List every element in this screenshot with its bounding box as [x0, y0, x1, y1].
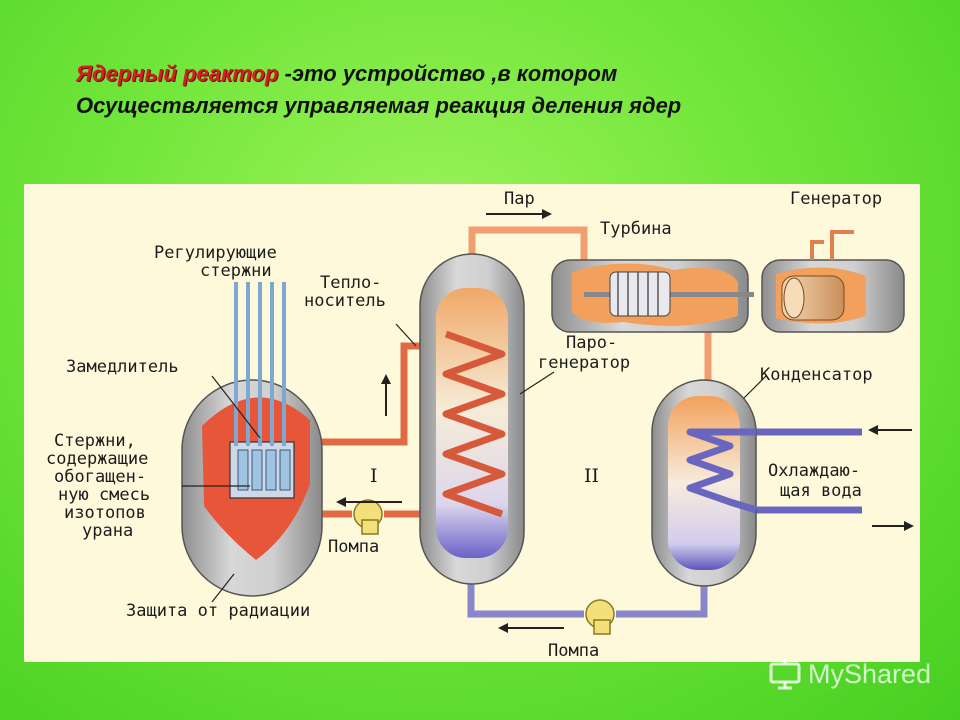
- arrow-cooling-in: [868, 425, 912, 435]
- label-steam-generator-1: Паро-: [566, 333, 617, 353]
- label-cooling-water-1: Охлаждаю-: [768, 461, 860, 481]
- label-fuel-rods-5: изотопов: [64, 503, 146, 523]
- label-fuel-rods-1: Стержни,: [54, 431, 136, 451]
- turbine-rotor: [609, 271, 671, 317]
- steam-generator: [419, 253, 525, 585]
- label-cooling-water-2: щая вода: [780, 481, 862, 501]
- fuel-rods-core: [237, 449, 291, 491]
- title-line-1: Ядерный реактор -это устройство ,в котор…: [76, 58, 681, 90]
- label-control-rods-1: Регулирующие: [154, 243, 277, 263]
- label-generator: Генератор: [790, 189, 882, 209]
- label-coolant-2: носитель: [304, 291, 386, 311]
- arrow-coolant-up: [381, 374, 391, 416]
- generator: [761, 230, 905, 333]
- pump-secondary: [585, 599, 615, 635]
- label-circuit-2: II: [584, 465, 599, 487]
- presentation-icon: [769, 659, 801, 690]
- label-pump-secondary: Помпа: [548, 641, 599, 661]
- title-highlight: Ядерный реактор: [76, 61, 279, 86]
- label-fuel-rods-6: урана: [82, 521, 133, 541]
- label-fuel-rods-3: обогащен-: [54, 467, 146, 487]
- turbine: [551, 259, 754, 333]
- label-coolant-1: Тепло-: [320, 273, 381, 293]
- label-fuel-rods-2: содержащие: [46, 449, 148, 469]
- label-fuel-rods-4: ную смесь: [58, 485, 150, 505]
- watermark-text: MyShared: [808, 658, 932, 689]
- label-condenser: Конденсатор: [760, 365, 873, 385]
- label-circuit-1: I: [370, 465, 378, 487]
- label-steam-generator-2: генератор: [538, 353, 630, 373]
- label-moderator: Замедлитель: [66, 357, 179, 377]
- reactor-diagram: Регулирующие стержни Замедлитель Стержни…: [46, 189, 914, 661]
- steam-pipe: [468, 226, 588, 262]
- leader-shielding: [211, 573, 235, 603]
- label-control-rods-2: стержни: [200, 261, 272, 281]
- secondary-feed-pipe: [467, 582, 584, 618]
- pump-primary: [353, 499, 383, 535]
- arrow-steam: [486, 209, 552, 219]
- condenser-coil: [686, 428, 758, 514]
- arrow-primary-return: [336, 497, 402, 507]
- reactor-diagram-panel: Регулирующие стержни Замедлитель Стержни…: [24, 184, 920, 662]
- control-rods: [234, 282, 286, 446]
- leader-coolant: [395, 323, 417, 347]
- arrow-cooling-out: [872, 521, 914, 531]
- leader-condenser: [743, 375, 767, 399]
- title-rest: -это устройство ,в котором: [278, 61, 618, 86]
- leader-moderator: [211, 375, 261, 439]
- primary-hot-pipe: [319, 342, 432, 446]
- steam-generator-coil: [442, 330, 506, 518]
- label-shielding: Защита от радиации: [126, 601, 310, 621]
- secondary-feed-pipe-2: [616, 582, 708, 618]
- arrow-secondary-return: [498, 623, 564, 633]
- condenser: [651, 379, 758, 587]
- watermark: MyShared: [768, 654, 931, 694]
- page-title: Ядерный реактор -это устройство ,в котор…: [76, 58, 681, 122]
- label-turbine: Турбина: [600, 219, 672, 239]
- reactor-vessel: [181, 282, 323, 597]
- label-steam: Пар: [504, 189, 535, 209]
- leader-steam-generator: [519, 371, 555, 395]
- label-pump-primary: Помпа: [328, 537, 379, 557]
- title-line-2: Осуществляется управляемая реакция делен…: [76, 93, 682, 118]
